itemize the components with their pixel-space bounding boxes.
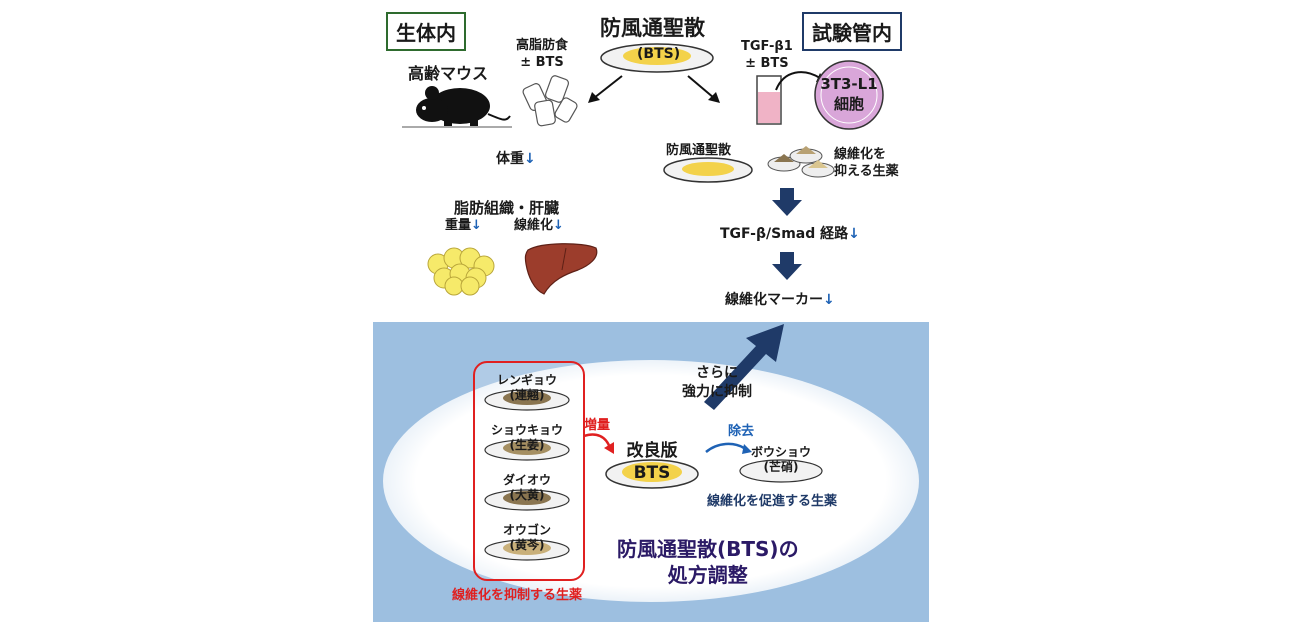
bts-abbr: (BTS) (637, 46, 681, 62)
body-weight-label: 体重↓ (496, 151, 536, 167)
bts-dish-icon (600, 43, 714, 73)
promote-caption: 線維化を促進する生薬 (707, 494, 838, 509)
cell-label: 3T3-L1 細胞 (820, 75, 878, 113)
suppress-caption: 線維化を抑制する生薬 (452, 588, 583, 603)
down-arrow-icon: ↓ (553, 218, 564, 233)
adipose-tissue-icon (427, 247, 495, 296)
herb-dish-3-icon (484, 489, 570, 511)
navy-down-arrow-2 (772, 252, 802, 280)
herb-3-label: ダイオウ(大黄) (502, 473, 551, 502)
markers-label: 線維化マーカー↓ (725, 292, 835, 308)
stronger-label: さらに 強力に抑制 (682, 365, 752, 400)
improved-bts-dish-icon (605, 459, 699, 489)
stronger-arrow (704, 324, 784, 410)
weight-down-label: 重量↓ (445, 218, 482, 233)
split-arrows (588, 75, 720, 103)
down-arrow-icon: ↓ (524, 151, 536, 167)
test-tube-icon (756, 75, 782, 125)
improved-bts-label: 改良版 BTS (626, 441, 678, 483)
main-caption: 防風通聖散(BTS)の 処方調整 (617, 537, 799, 587)
fibrosis-down-label: 線維化↓ (514, 218, 564, 233)
mouse-icon (402, 86, 512, 128)
remove-arrow (705, 442, 752, 454)
cell-icon (814, 60, 884, 130)
increase-label: 増量 (584, 418, 611, 433)
removed-herb-label: ボウショウ(芒硝) (750, 445, 811, 474)
bts-dish-label: 防風通聖散 (666, 143, 732, 158)
herb-dishes-icon (767, 146, 835, 178)
in-vitro-label: 試験管内 (802, 12, 902, 51)
herb-2-label: ショウキョウ(生姜) (490, 423, 563, 452)
food-pellets-icon (522, 75, 578, 127)
herb-1-label: レンギョウ(連翹) (496, 373, 557, 402)
mouse-label: 高齢マウス (408, 64, 489, 83)
tissue-label: 脂肪組織・肝臓 (454, 199, 560, 217)
liver-icon (524, 243, 598, 295)
down-arrow-icon: ↓ (823, 292, 835, 308)
tgf-label: TGF-β1 ± BTS (741, 39, 793, 71)
herb-dish-1-icon (484, 389, 570, 411)
navy-down-arrow-1 (772, 188, 802, 216)
herbs-suppress-label: 線維化を 抑える生薬 (834, 147, 899, 179)
pathway-label: TGF-β/Smad 経路↓ (720, 226, 860, 242)
down-arrow-icon: ↓ (848, 226, 860, 242)
herb-4-label: オウゴン(黄芩) (502, 523, 551, 552)
herb-dish-2-icon (484, 439, 570, 461)
herb-dish-4-icon (484, 539, 570, 561)
bts-title: 防風通聖散 (600, 16, 705, 40)
increase-arrow (583, 433, 614, 454)
remove-label: 除去 (728, 424, 755, 439)
diet-label: 高脂肪食 ± BTS (516, 38, 569, 70)
bts-dish-small-icon (663, 157, 753, 183)
in-vivo-label: 生体内 (386, 12, 466, 51)
removed-herb-dish-icon (739, 459, 823, 483)
down-arrow-icon: ↓ (471, 218, 482, 233)
